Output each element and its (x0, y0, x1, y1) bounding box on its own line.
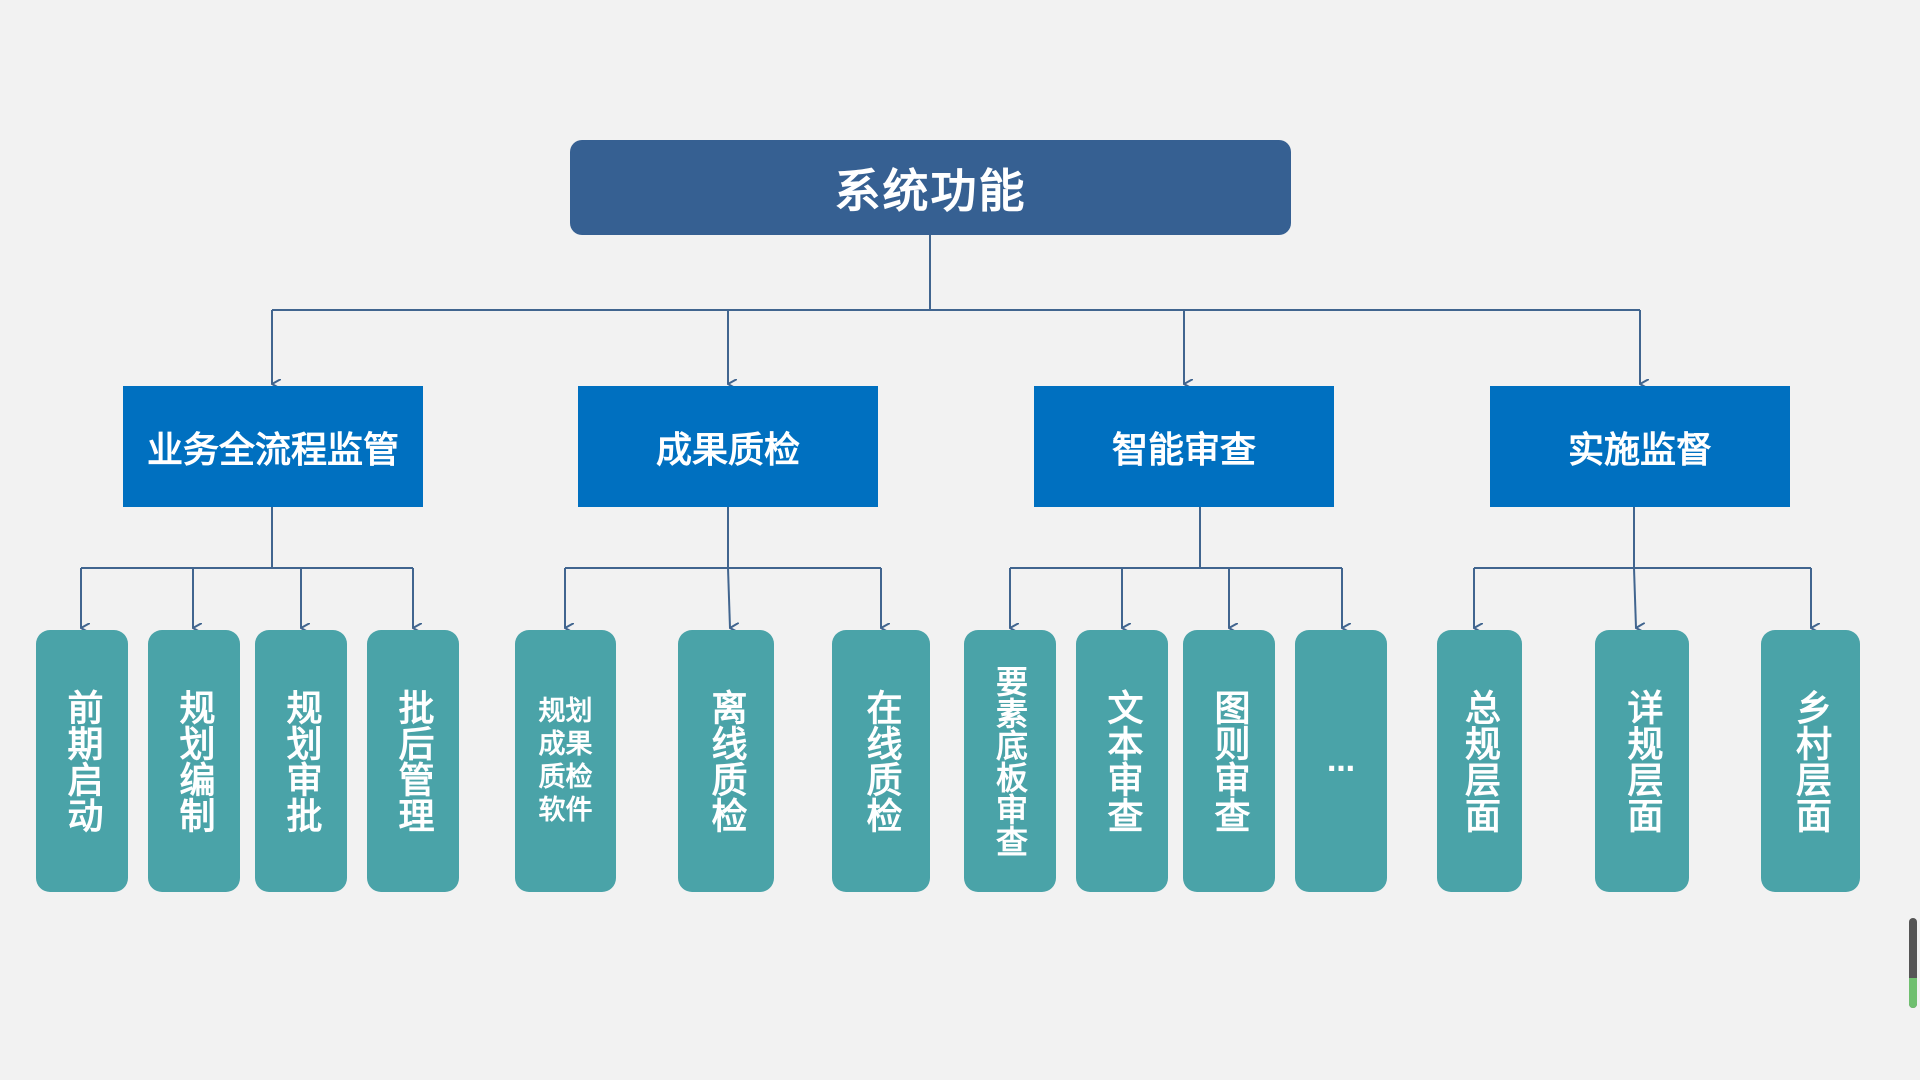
leaf-label: 离线质检 (705, 689, 747, 833)
leaf-label: 规划审批 (280, 689, 322, 833)
category-label: 成果质检 (655, 429, 800, 471)
category-label: 智能审查 (1111, 429, 1256, 471)
leaf-label: 总规层面 (1459, 689, 1500, 833)
root-label: 系统功能 (834, 163, 1027, 218)
leaf-item: 乡村层面 (1761, 630, 1860, 892)
leaf-label: 乡村层面 (1790, 689, 1831, 833)
leaf-item: 批后管理 (367, 630, 459, 892)
leaf-item: 图则审查 (1183, 630, 1275, 892)
leaf-label: 规划编制 (173, 689, 215, 833)
scrollbar-thumb[interactable] (1909, 978, 1917, 1008)
category-quality-check: 成果质检 (578, 386, 878, 507)
leaf-item: 文本审查 (1076, 630, 1168, 892)
leaf-item: 规划成果质检软件 (515, 630, 616, 892)
leaf-label: 要素底板审查 (991, 665, 1029, 857)
category-implementation-supervision: 实施监督 (1490, 386, 1790, 507)
leaf-item: 详规层面 (1595, 630, 1689, 892)
scrollbar[interactable] (1906, 918, 1920, 1008)
leaf-item: … (1295, 630, 1387, 892)
leaf-item: 规划编制 (148, 630, 240, 892)
leaf-item: 规划审批 (255, 630, 347, 892)
leaf-item: 在线质检 (832, 630, 930, 892)
category-smart-review: 智能审查 (1034, 386, 1334, 507)
root-node: 系统功能 (570, 140, 1291, 235)
leaf-label: 文本审查 (1101, 689, 1143, 833)
leaf-label: 在线质检 (860, 689, 902, 833)
leaf-label: 图则审查 (1208, 689, 1250, 833)
leaf-label: 批后管理 (392, 689, 434, 833)
leaf-item: 总规层面 (1437, 630, 1522, 892)
leaf-label: 前期启动 (61, 689, 103, 833)
leaf-label: … (1327, 744, 1355, 778)
category-business-process: 业务全流程监管 (123, 386, 423, 507)
category-label: 实施监督 (1567, 429, 1712, 471)
leaf-item: 离线质检 (678, 630, 774, 892)
leaf-item: 要素底板审查 (964, 630, 1056, 892)
category-label: 业务全流程监管 (146, 429, 399, 471)
leaf-label: 规划成果质检软件 (538, 696, 593, 826)
leaf-label: 详规层面 (1621, 689, 1663, 833)
leaf-item: 前期启动 (36, 630, 128, 892)
scrollbar-track[interactable] (1909, 918, 1917, 1008)
